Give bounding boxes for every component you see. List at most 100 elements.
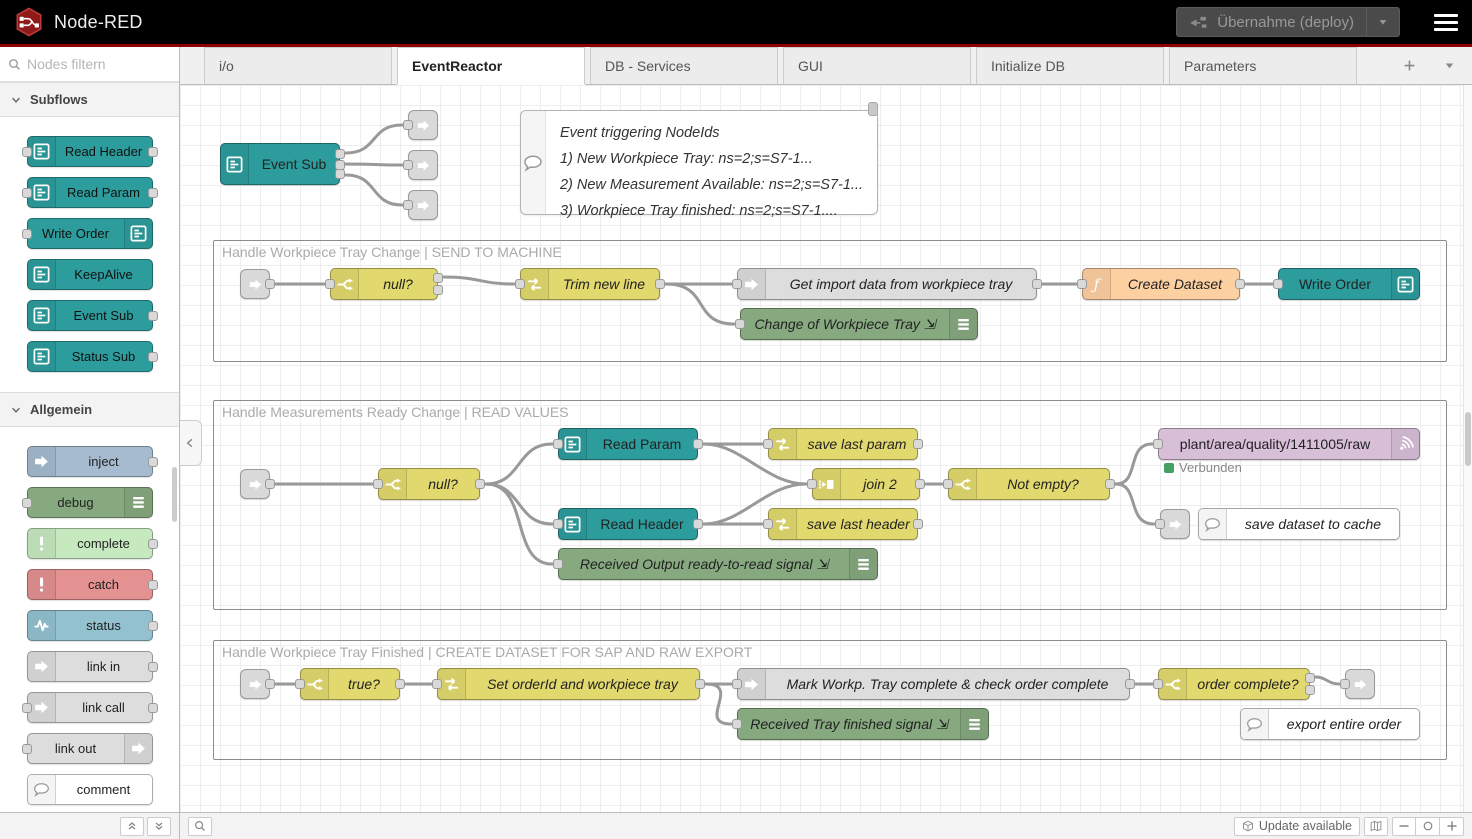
change-node-save-last-param[interactable]: save last param [768, 428, 918, 460]
palette-category-subflows[interactable]: Subflows [0, 82, 179, 117]
palette-node-link-call[interactable]: link call [27, 692, 153, 723]
output-port[interactable] [1105, 479, 1115, 489]
output-port[interactable] [265, 679, 275, 689]
palette-search[interactable] [0, 47, 179, 82]
zoom-out-button[interactable] [1392, 817, 1416, 836]
input-port[interactable] [295, 679, 305, 689]
input-port[interactable] [515, 279, 525, 289]
input-port[interactable] [403, 120, 413, 130]
link-out-node[interactable] [408, 150, 438, 180]
palette-node-read-param[interactable]: Read Param [27, 177, 153, 208]
zoom-reset-button[interactable] [1416, 817, 1440, 836]
output-port[interactable] [695, 679, 705, 689]
output-port[interactable] [475, 479, 485, 489]
output-port[interactable] [693, 439, 703, 449]
switch-node-null[interactable]: null? [330, 268, 438, 300]
input-port[interactable] [1340, 679, 1350, 689]
navigator-button[interactable] [1364, 817, 1388, 836]
switch-node-not-empty[interactable]: Not empty? [948, 468, 1110, 500]
palette-node-status[interactable]: status [27, 610, 153, 641]
palette-node-read-header[interactable]: Read Header [27, 136, 153, 167]
output-port[interactable] [335, 149, 345, 159]
palette-node-status-sub[interactable]: Status Sub [27, 341, 153, 372]
deploy-button[interactable]: Übernahme (deploy) [1176, 7, 1400, 37]
link-call-node-get-import-data[interactable]: Get import data from workpiece tray [737, 268, 1037, 300]
palette-node-catch[interactable]: catch [27, 569, 153, 600]
input-port[interactable] [1273, 279, 1283, 289]
link-out-node[interactable] [1345, 669, 1375, 699]
tab-initialize-db[interactable]: Initialize DB [976, 47, 1164, 84]
input-port[interactable] [1155, 519, 1165, 529]
output-port[interactable] [693, 519, 703, 529]
palette-node-comment[interactable]: comment [27, 774, 153, 805]
input-port[interactable] [763, 439, 773, 449]
link-out-node[interactable] [1160, 509, 1190, 539]
function-node-create-dataset[interactable]: Create Dataset [1082, 268, 1240, 300]
output-port[interactable] [655, 279, 665, 289]
input-port[interactable] [1077, 279, 1087, 289]
output-port[interactable] [433, 285, 443, 295]
palette-node-link-in[interactable]: link in [27, 651, 153, 682]
change-node-set-orderid[interactable]: Set orderId and workpiece tray [437, 668, 700, 700]
palette-node-keepalive[interactable]: KeepAlive [27, 259, 153, 290]
subflow-node-write-order[interactable]: Write Order [1278, 268, 1420, 300]
input-port[interactable] [1153, 679, 1163, 689]
switch-node-true[interactable]: true? [300, 668, 400, 700]
link-call-node-mark-workpiece-tray[interactable]: Mark Workp. Tray complete & check order … [737, 668, 1130, 700]
palette-node-complete[interactable]: complete [27, 528, 153, 559]
join-node-join-2[interactable]: join 2 [812, 468, 920, 500]
input-port[interactable] [943, 479, 953, 489]
change-node-save-last-header[interactable]: save last header [768, 508, 918, 540]
debug-node-received-output-signal[interactable]: Received Output ready-to-read signal ⇲ [558, 548, 878, 580]
output-port[interactable] [1305, 685, 1315, 695]
palette-category-allgemein[interactable]: Allgemein [0, 392, 179, 427]
deploy-options-button[interactable] [1366, 8, 1399, 36]
palette-node-event-sub[interactable]: Event Sub [27, 300, 153, 331]
palette-search-input[interactable] [27, 56, 171, 72]
input-port[interactable] [735, 319, 745, 329]
output-port[interactable] [433, 273, 443, 283]
output-port[interactable] [1235, 279, 1245, 289]
canvas-vertical-scrollbar[interactable] [1463, 85, 1472, 812]
output-port[interactable] [1305, 673, 1315, 683]
zoom-in-button[interactable] [1440, 817, 1464, 836]
subflow-node-read-header[interactable]: Read Header [558, 508, 698, 540]
change-node-trim-new-line[interactable]: Trim new line [520, 268, 660, 300]
debug-node-received-tray-finished[interactable]: Received Tray finished signal ⇲ [737, 708, 989, 740]
group-tray-finished[interactable]: Handle Workpiece Tray Finished | CREATE … [213, 640, 1447, 760]
link-out-node[interactable] [408, 110, 438, 140]
palette-node-inject[interactable]: inject [27, 446, 153, 477]
comment-node-save-dataset[interactable]: save dataset to cache [1198, 508, 1400, 540]
output-port[interactable] [335, 169, 345, 179]
scrollbar-thumb[interactable] [1465, 412, 1471, 466]
input-port[interactable] [553, 519, 563, 529]
input-port[interactable] [807, 479, 817, 489]
input-port[interactable] [732, 279, 742, 289]
tab-gui[interactable]: GUI [783, 47, 971, 84]
input-port[interactable] [732, 719, 742, 729]
link-out-node[interactable] [408, 190, 438, 220]
input-port[interactable] [325, 279, 335, 289]
output-port[interactable] [265, 279, 275, 289]
input-port[interactable] [763, 519, 773, 529]
subflow-node-event-sub[interactable]: Event Sub [220, 143, 340, 185]
palette-collapse-all-button[interactable] [147, 817, 171, 836]
input-port[interactable] [553, 559, 563, 569]
switch-node-null[interactable]: null? [378, 468, 480, 500]
output-port[interactable] [1125, 679, 1135, 689]
palette-node-link-out[interactable]: link out [27, 733, 153, 764]
input-port[interactable] [403, 160, 413, 170]
palette-collapse-handle[interactable] [180, 420, 202, 466]
input-port[interactable] [403, 200, 413, 210]
main-menu-button[interactable] [1434, 14, 1458, 31]
input-port[interactable] [1153, 439, 1163, 449]
tab-db-services[interactable]: DB - Services [590, 47, 778, 84]
subflow-node-read-param[interactable]: Read Param [558, 428, 698, 460]
palette-node-write-order[interactable]: Write Order [27, 218, 153, 249]
input-port[interactable] [432, 679, 442, 689]
palette-expand-all-button[interactable] [120, 817, 144, 836]
output-port[interactable] [915, 479, 925, 489]
flow-canvas[interactable]: Handle Workpiece Tray Change | SEND TO M… [180, 85, 1472, 812]
comment-note[interactable]: Event triggering NodeIds 1) New Workpiec… [520, 110, 878, 215]
flow-list-button[interactable] [1434, 53, 1464, 79]
